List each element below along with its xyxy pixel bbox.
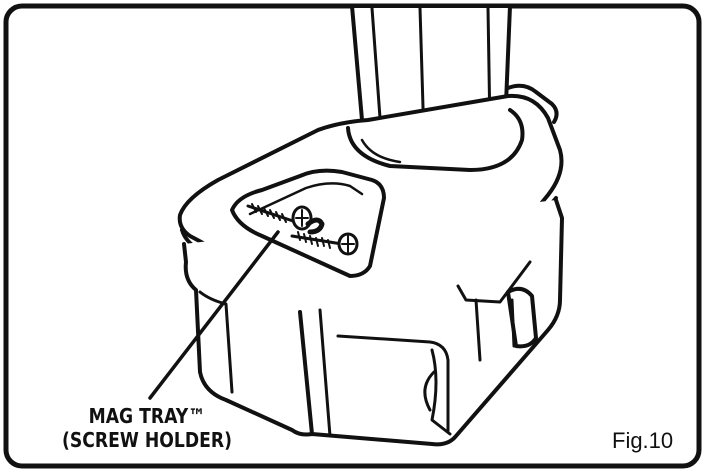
battery-right-slot-2 (512, 300, 514, 346)
callout-label-screw-holder: (SCREW HOLDER) (40, 429, 255, 451)
figure-caption: Fig.10 (612, 428, 673, 454)
callout-label-mag-tray: MAG TRAY™ (40, 405, 255, 427)
